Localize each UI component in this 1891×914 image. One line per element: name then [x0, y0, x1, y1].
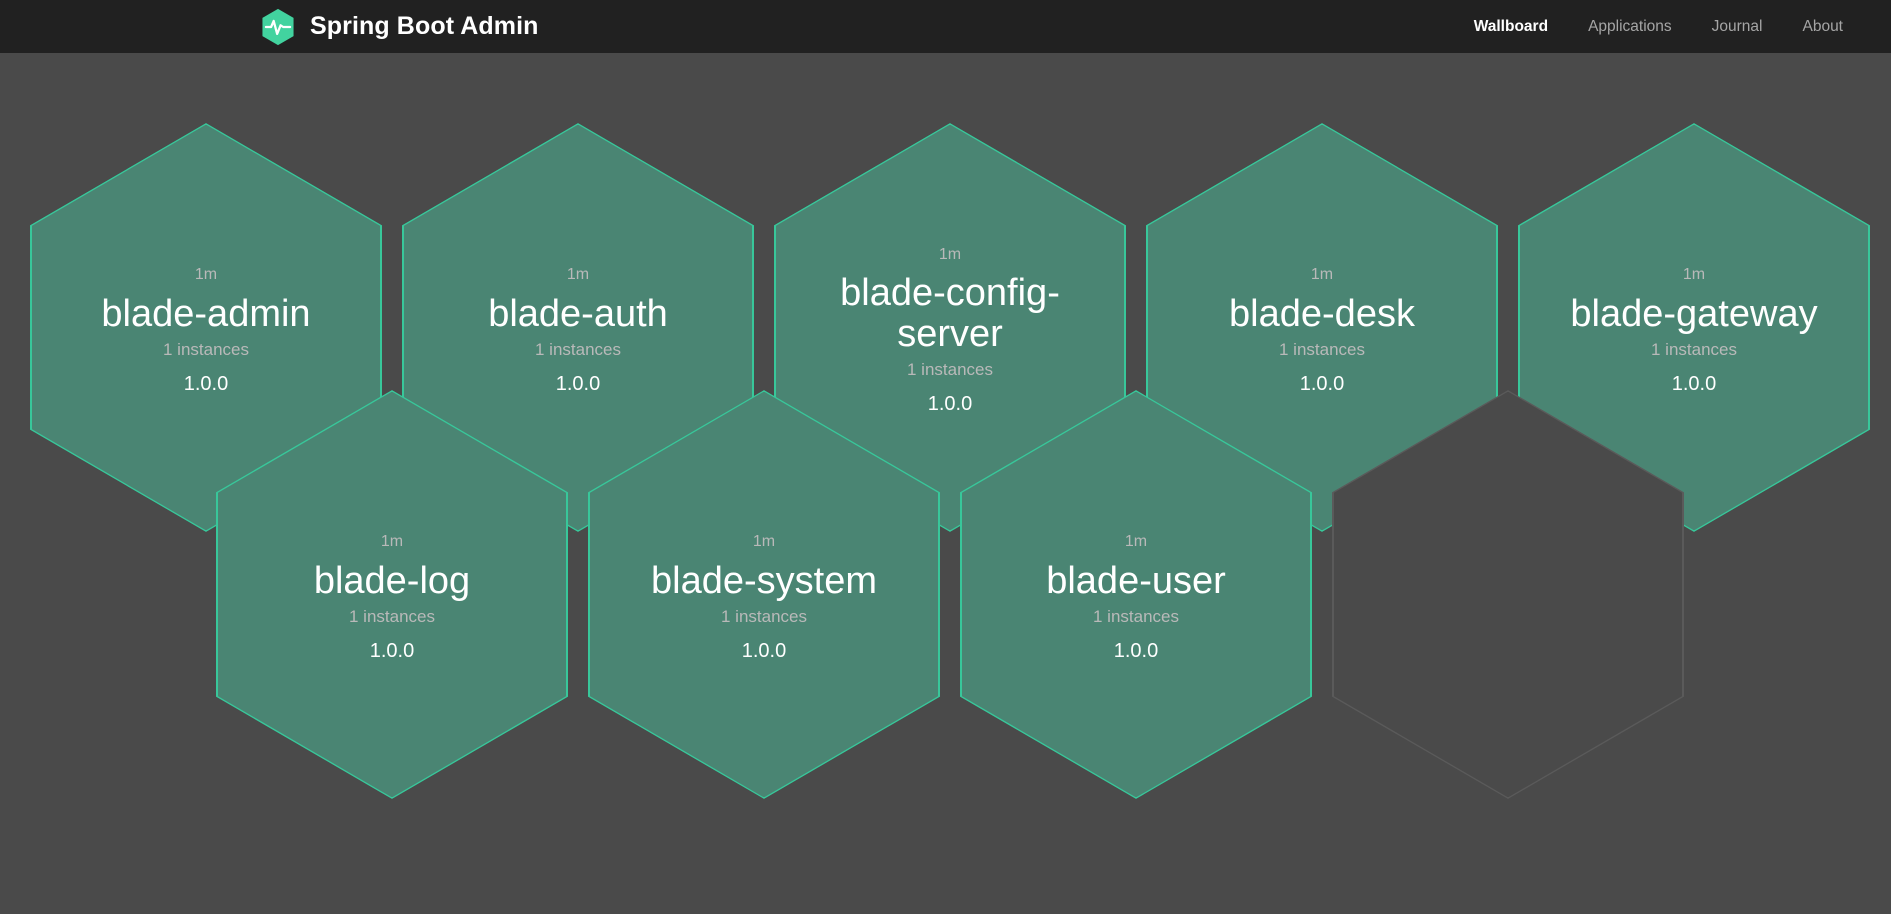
instance-count: 1 instances: [907, 360, 993, 380]
application-name: blade-config-server: [840, 272, 1060, 356]
application-version: 1.0.0: [741, 639, 787, 662]
instance-count: 1 instances: [721, 606, 807, 626]
instance-count: 1 instances: [163, 339, 249, 359]
application-name: blade-desk: [1229, 292, 1415, 335]
hexagon-content: 1m blade-auth 1 instances 1.0.0: [448, 259, 708, 395]
application-hexagon[interactable]: 1m blade-system 1 instances 1.0.0: [588, 390, 940, 799]
application-name: blade-system: [651, 559, 877, 602]
status-age: 1m: [1310, 266, 1334, 284]
status-age: 1m: [938, 245, 962, 263]
instance-count: 1 instances: [349, 606, 435, 626]
application-name: blade-user: [1046, 559, 1226, 602]
spring-boot-admin-logo-icon: [259, 8, 297, 46]
hexagon-content: 1m blade-system 1 instances 1.0.0: [634, 526, 894, 662]
hexagon-content: 1m blade-user 1 instances 1.0.0: [1006, 526, 1266, 662]
hexagon-shape: [588, 390, 940, 799]
status-age: 1m: [194, 266, 218, 284]
instance-count: 1 instances: [535, 339, 621, 359]
instance-count: 1 instances: [1279, 339, 1365, 359]
application-version: 1.0.0: [369, 639, 415, 662]
top-navbar: Spring Boot Admin Wallboard Applications…: [0, 0, 1891, 53]
status-age: 1m: [380, 533, 404, 551]
hexagon-content: 1m blade-admin 1 instances 1.0.0: [76, 259, 336, 395]
nav-link-about[interactable]: About: [1802, 18, 1843, 35]
application-name: blade-admin: [101, 292, 311, 335]
hexagon-content: 1m blade-gateway 1 instances 1.0.0: [1564, 259, 1824, 395]
application-name: blade-auth: [488, 292, 668, 335]
hexagon-content: 1m blade-log 1 instances 1.0.0: [262, 526, 522, 662]
brand-title: Spring Boot Admin: [310, 12, 539, 40]
status-age: 1m: [1124, 533, 1148, 551]
application-version: 1.0.0: [1671, 372, 1717, 395]
nav-link-wallboard[interactable]: Wallboard: [1473, 18, 1549, 35]
application-version: 1.0.0: [927, 393, 973, 416]
brand-link[interactable]: Spring Boot Admin: [259, 8, 539, 46]
status-age: 1m: [566, 266, 590, 284]
nav-links: Wallboard Applications Journal About: [1454, 0, 1863, 53]
application-version: 1.0.0: [1113, 639, 1159, 662]
nav-link-journal[interactable]: Journal: [1711, 18, 1763, 35]
hexagon-content: 1m blade-config-server 1 instances 1.0.0: [820, 239, 1080, 416]
nav-link-applications[interactable]: Applications: [1588, 18, 1672, 35]
application-version: 1.0.0: [555, 372, 601, 395]
application-name: blade-log: [313, 559, 471, 602]
application-version: 1.0.0: [1299, 372, 1345, 395]
wallboard-canvas: 1m blade-admin 1 instances 1.0.0 1m blade-aut…: [0, 53, 1891, 914]
application-version: 1.0.0: [183, 372, 229, 395]
instance-count: 1 instances: [1651, 339, 1737, 359]
application-name: blade-gateway: [1570, 292, 1818, 335]
status-age: 1m: [752, 533, 776, 551]
instance-count: 1 instances: [1093, 606, 1179, 626]
status-age: 1m: [1682, 266, 1706, 284]
hexagon-content: 1m blade-desk 1 instances 1.0.0: [1192, 259, 1452, 395]
